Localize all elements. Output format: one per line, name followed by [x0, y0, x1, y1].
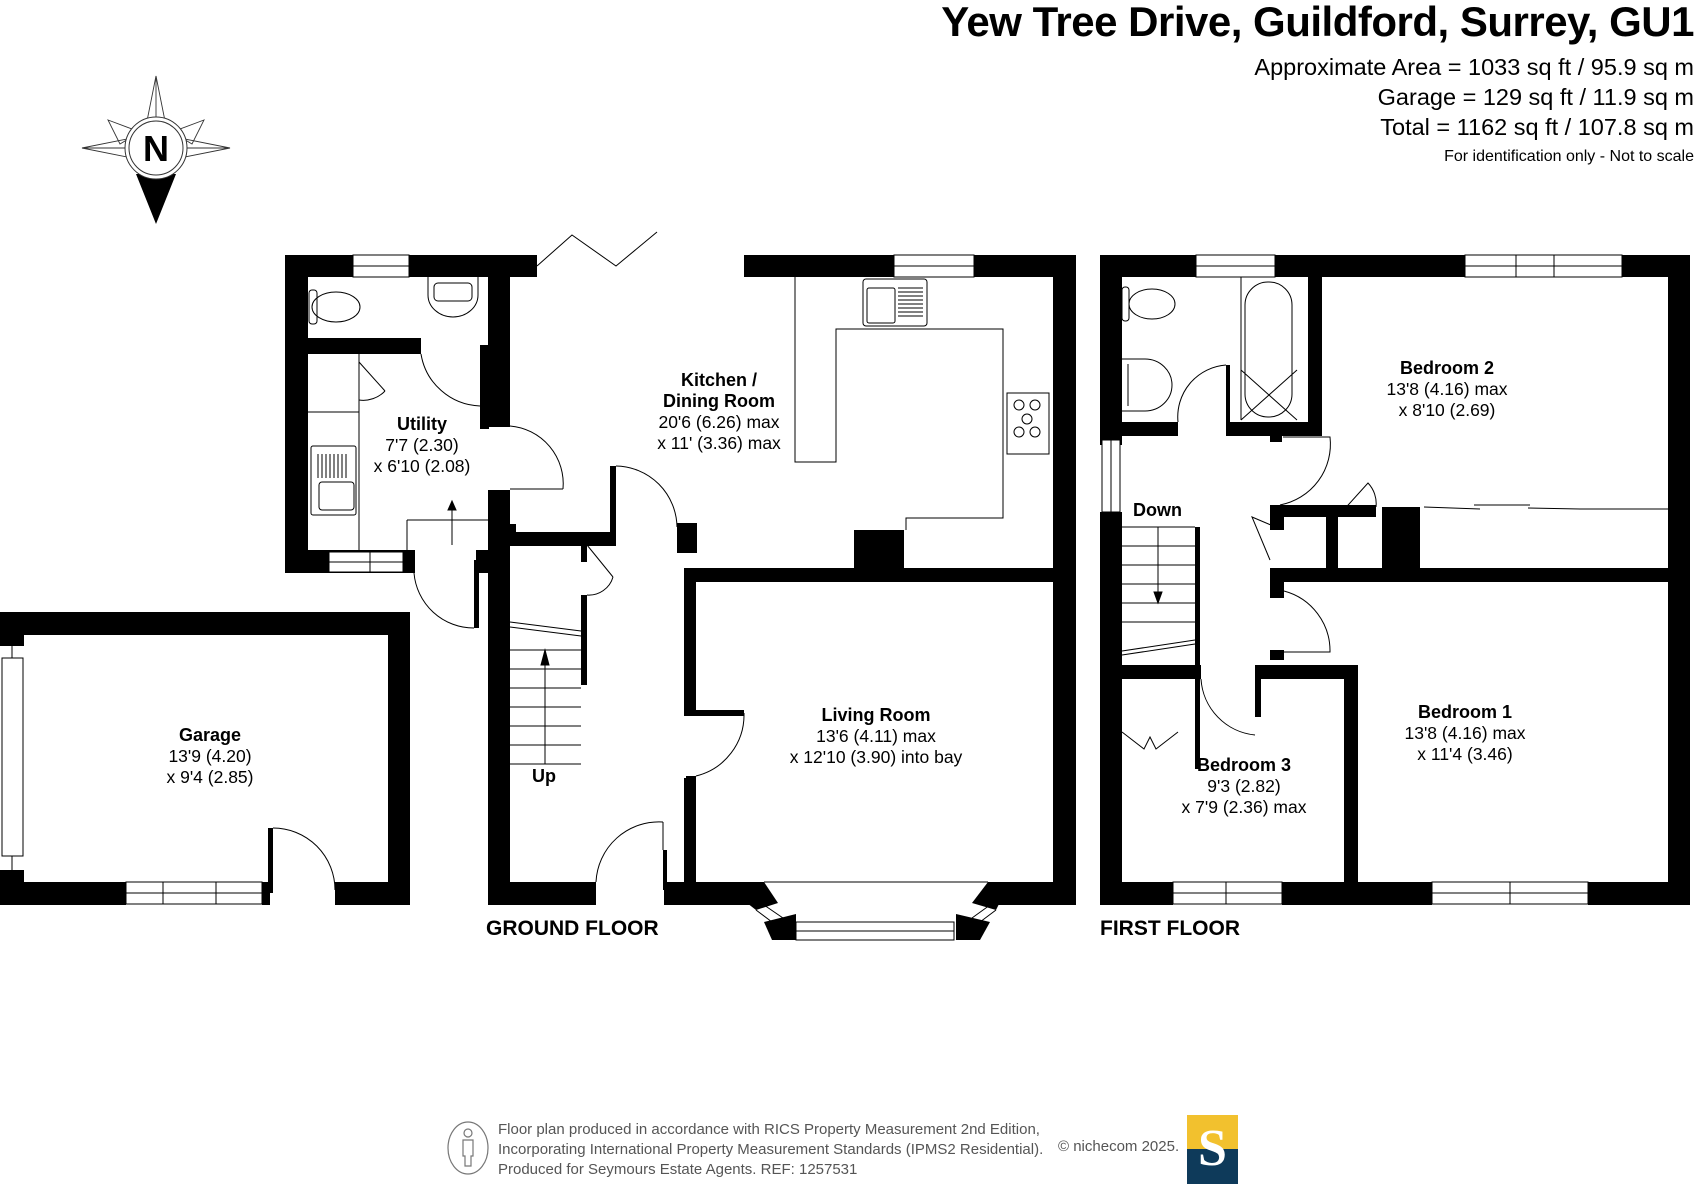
logo-bottom-band	[1187, 1149, 1238, 1184]
approximate-area: Approximate Area = 1033 sq ft / 95.9 sq …	[1254, 54, 1694, 80]
logo-top-band	[1187, 1115, 1238, 1149]
room-bedroom-2: Bedroom 2 13'8 (4.16) max x 8'10 (2.69)	[1386, 358, 1507, 421]
room-name: Living Room	[821, 705, 931, 725]
room-garage: Garage 13'9 (4.20) x 9'4 (2.85)	[167, 725, 254, 788]
kitchen-walls	[677, 255, 1076, 905]
room-dim: x 12'10 (3.90) into bay	[789, 747, 963, 767]
hall-walls	[488, 466, 684, 905]
room-name: Garage	[178, 725, 242, 745]
logo-letter: S	[1198, 1120, 1227, 1177]
property-title: Yew Tree Drive, Guildford, Surrey, GU1	[941, 0, 1694, 45]
room-name: Bedroom 2	[1399, 358, 1495, 378]
living-room-walls	[684, 568, 1076, 940]
room-dim: x 6'10 (2.08)	[373, 456, 471, 476]
copyright: © nichecom 2025.	[1058, 1138, 1180, 1155]
room-name: Bedroom 1	[1417, 702, 1513, 722]
room-kitchen-dining: Kitchen / Dining Room 20'6 (6.26) max x …	[657, 370, 781, 454]
room-dim: 20'6 (6.26) max	[658, 412, 780, 432]
footer-notes: Floor plan produced in accordance with R…	[498, 1120, 1043, 1180]
room-utility: Utility 7'7 (2.30) x 6'10 (2.08)	[374, 414, 471, 477]
room-dim: x 11' (3.36) max	[657, 433, 781, 453]
total-area: Total = 1162 sq ft / 107.8 sq m	[1380, 114, 1694, 140]
room-living: Living Room 13'6 (4.11) max x 12'10 (3.9…	[790, 705, 963, 768]
seymours-logo: S	[1187, 1115, 1238, 1184]
stairs-down-label: Down	[1133, 500, 1182, 520]
room-dim: 13'9 (4.20)	[168, 746, 252, 766]
room-name-2: Dining Room	[663, 391, 775, 411]
disclaimer: For identification only - Not to scale	[1444, 148, 1694, 165]
footer-line-3: Produced for Seymours Estate Agents. REF…	[498, 1161, 858, 1178]
room-bedroom-1: Bedroom 1 13'8 (4.16) max x 11'4 (3.46)	[1404, 702, 1525, 765]
header: Yew Tree Drive, Guildford, Surrey, GU1 A…	[941, 0, 1694, 168]
room-dim: 13'8 (4.16) max	[1404, 723, 1526, 743]
footer-line-1: Floor plan produced in accordance with R…	[498, 1121, 1040, 1138]
room-dim: 13'6 (4.11) max	[816, 726, 936, 746]
room-dim: x 8'10 (2.69)	[1398, 400, 1496, 420]
footer-line-2: Incorporating International Property Mea…	[498, 1141, 1044, 1158]
room-name: Kitchen /	[680, 370, 757, 390]
room-bedroom-3: Bedroom 3 9'3 (2.82) x 7'9 (2.36) max	[1182, 755, 1307, 818]
stairs-up-label: Up	[532, 766, 556, 786]
room-dim: 7'7 (2.30)	[385, 435, 459, 455]
room-dim: 13'8 (4.16) max	[1386, 379, 1508, 399]
room-dim: 9'3 (2.82)	[1207, 776, 1281, 796]
first-floor-label: FIRST FLOOR	[1100, 917, 1240, 940]
room-dim: x 7'9 (2.36) max	[1181, 797, 1307, 817]
north-compass-icon: N	[81, 75, 231, 224]
person-measurement-icon	[447, 1121, 489, 1175]
room-dim: x 11'4 (3.46)	[1417, 744, 1513, 764]
utility-walls	[285, 255, 537, 628]
room-name: Bedroom 3	[1196, 755, 1292, 775]
garage-walls	[0, 612, 410, 905]
svg-text:N: N	[143, 128, 169, 169]
first-floor-walls	[1100, 255, 1690, 905]
garage-area: Garage = 129 sq ft / 11.9 sq m	[1377, 84, 1694, 110]
room-dim: x 9'4 (2.85)	[166, 767, 254, 787]
ground-floor-label: GROUND FLOOR	[486, 917, 659, 940]
room-name: Utility	[396, 414, 448, 434]
footer: Floor plan produced in accordance with R…	[446, 1120, 1043, 1180]
